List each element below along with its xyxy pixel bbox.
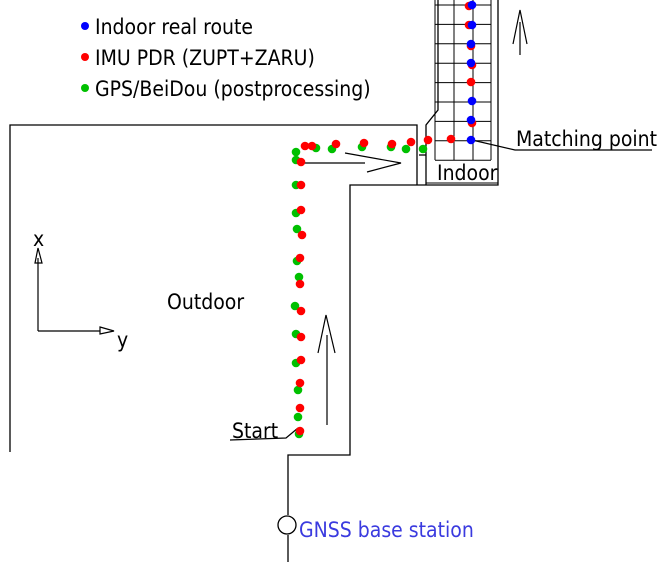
gps-point <box>293 412 303 422</box>
outdoor-wall-right <box>287 0 499 515</box>
indoor-point <box>466 39 476 49</box>
start-leader <box>229 427 299 441</box>
imu-point <box>296 157 306 167</box>
legend-label-imu: IMU PDR (ZUPT+ZARU) <box>95 46 315 70</box>
imu-point <box>295 378 305 388</box>
gnss-label: GNSS base station <box>299 518 474 542</box>
imu-point <box>307 141 317 151</box>
arrow-right-head <box>344 152 402 173</box>
imu-point <box>296 332 306 342</box>
imu-point <box>296 355 306 365</box>
start-label: Start <box>232 419 278 443</box>
gps-point <box>292 224 302 234</box>
legend-label-indoor: Indoor real route <box>95 15 253 39</box>
direction-arrows <box>34 9 652 441</box>
gnss-station-icon <box>277 515 297 535</box>
route-points <box>290 0 477 439</box>
legend: Indoor real route IMU PDR (ZUPT+ZARU) GP… <box>81 15 371 101</box>
matching-point-label: Matching point <box>516 127 657 151</box>
legend-dot-gps <box>81 84 89 92</box>
imu-point <box>296 180 306 190</box>
imu-point <box>297 230 307 240</box>
gps-point <box>294 272 304 282</box>
legend-dot-imu <box>81 53 89 61</box>
indoor-point <box>466 135 476 145</box>
imu-point <box>296 205 306 215</box>
arrow-up-indoor-head <box>512 9 528 45</box>
imu-point <box>387 139 397 149</box>
imu-point <box>300 141 310 151</box>
indoor-point <box>467 96 477 106</box>
gps-point <box>293 385 303 395</box>
gps-point <box>290 301 300 311</box>
imu-point <box>446 134 456 144</box>
x-axis-arrow-icon <box>34 247 43 264</box>
outdoor-label: Outdoor <box>167 290 244 314</box>
legend-dot-indoor <box>81 22 89 30</box>
imu-point <box>296 306 306 316</box>
matching-point-leader <box>471 139 652 151</box>
outdoor-wall-left <box>9 124 418 452</box>
imu-point <box>331 139 341 149</box>
indoor-wall <box>425 0 439 185</box>
indoor-point <box>466 115 476 125</box>
gps-point <box>291 147 301 157</box>
legend-label-gps: GPS/BeiDou (postprocessing) <box>95 77 371 101</box>
axis-y-label: y <box>117 328 128 352</box>
imu-point <box>295 279 305 289</box>
indoor-point <box>467 20 477 30</box>
building-outline <box>9 0 499 562</box>
imu-point <box>359 138 369 148</box>
imu-point <box>466 77 476 87</box>
gps-point <box>401 144 411 154</box>
indoor-point <box>466 58 476 68</box>
imu-point <box>406 137 416 147</box>
y-axis-arrow-icon <box>99 326 115 335</box>
indoor-grid <box>426 0 498 184</box>
imu-point <box>295 253 305 263</box>
indoor-label: Indoor <box>437 161 498 185</box>
imu-point <box>423 135 433 145</box>
arrow-up-outdoor-head <box>317 314 336 354</box>
indoor-point <box>467 0 477 10</box>
imu-point <box>295 403 305 413</box>
gps-point <box>418 144 428 154</box>
imu-point <box>295 426 305 436</box>
axis-x-label: x <box>33 227 44 251</box>
